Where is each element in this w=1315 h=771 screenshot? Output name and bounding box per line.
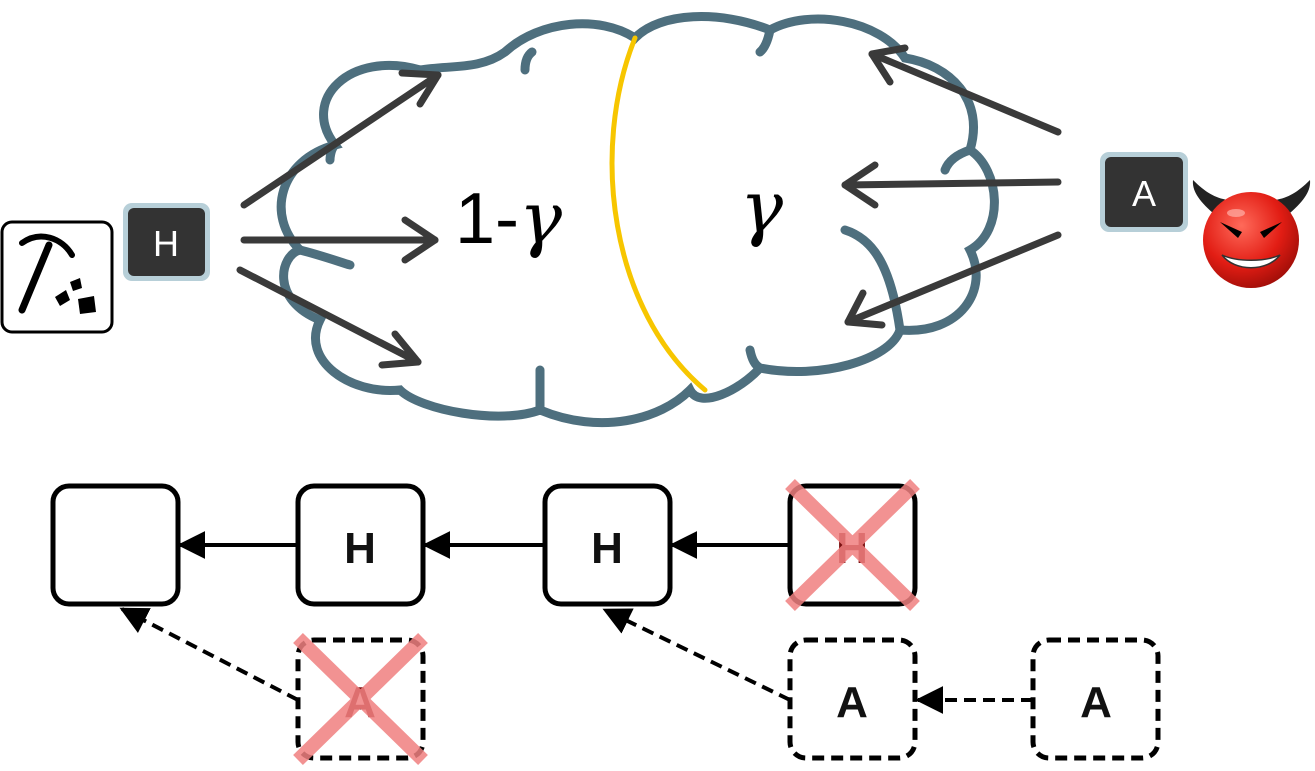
attacker-arrow-down <box>844 231 1062 326</box>
attacker-link <box>119 607 299 702</box>
orphan-cross-mark <box>293 632 428 766</box>
network-cloud <box>276 12 999 428</box>
attacker-arrow-up-head <box>868 44 909 86</box>
cloud-lobe <box>295 245 355 270</box>
cloud-lobe <box>755 25 775 57</box>
cloud-lobe <box>520 47 537 75</box>
attacker-share-label: γ <box>740 165 784 249</box>
attacker-arrow-mid <box>841 178 1062 189</box>
attacker-link <box>602 608 791 702</box>
block-label: A <box>836 678 868 727</box>
attacker-badge: A <box>1100 152 1188 232</box>
honest-arrow-down <box>236 266 422 366</box>
attacker-arrow-down-head <box>844 289 886 329</box>
honest-arrow-up <box>240 71 442 209</box>
honest-miner-badge: H <box>123 203 210 281</box>
honest-share-label: 1-γ <box>455 176 563 260</box>
cloud-lobe <box>745 345 765 373</box>
attacker-arrow-mid-head <box>841 161 879 209</box>
orphan-cross-mark <box>785 478 920 612</box>
devil-face-icon <box>1192 180 1311 288</box>
block-label: H <box>591 524 623 573</box>
attacker-badge-label: A <box>1132 173 1156 214</box>
honest-arrow-up-head <box>398 69 442 108</box>
attacker-arrow-up <box>868 50 1062 136</box>
genesis-block <box>50 483 181 607</box>
honest-badge-label: H <box>153 223 179 264</box>
block-label: H <box>344 524 376 573</box>
cloud-outline <box>276 12 999 428</box>
pickaxe-icon <box>0 220 114 334</box>
honest-arrow-down-head <box>378 330 422 369</box>
cloud-lobe <box>940 145 975 175</box>
network-partition <box>609 35 708 393</box>
honest-arrow-mid-head <box>401 216 439 264</box>
block-label: A <box>1080 678 1112 727</box>
cloud-lobe <box>840 225 905 335</box>
